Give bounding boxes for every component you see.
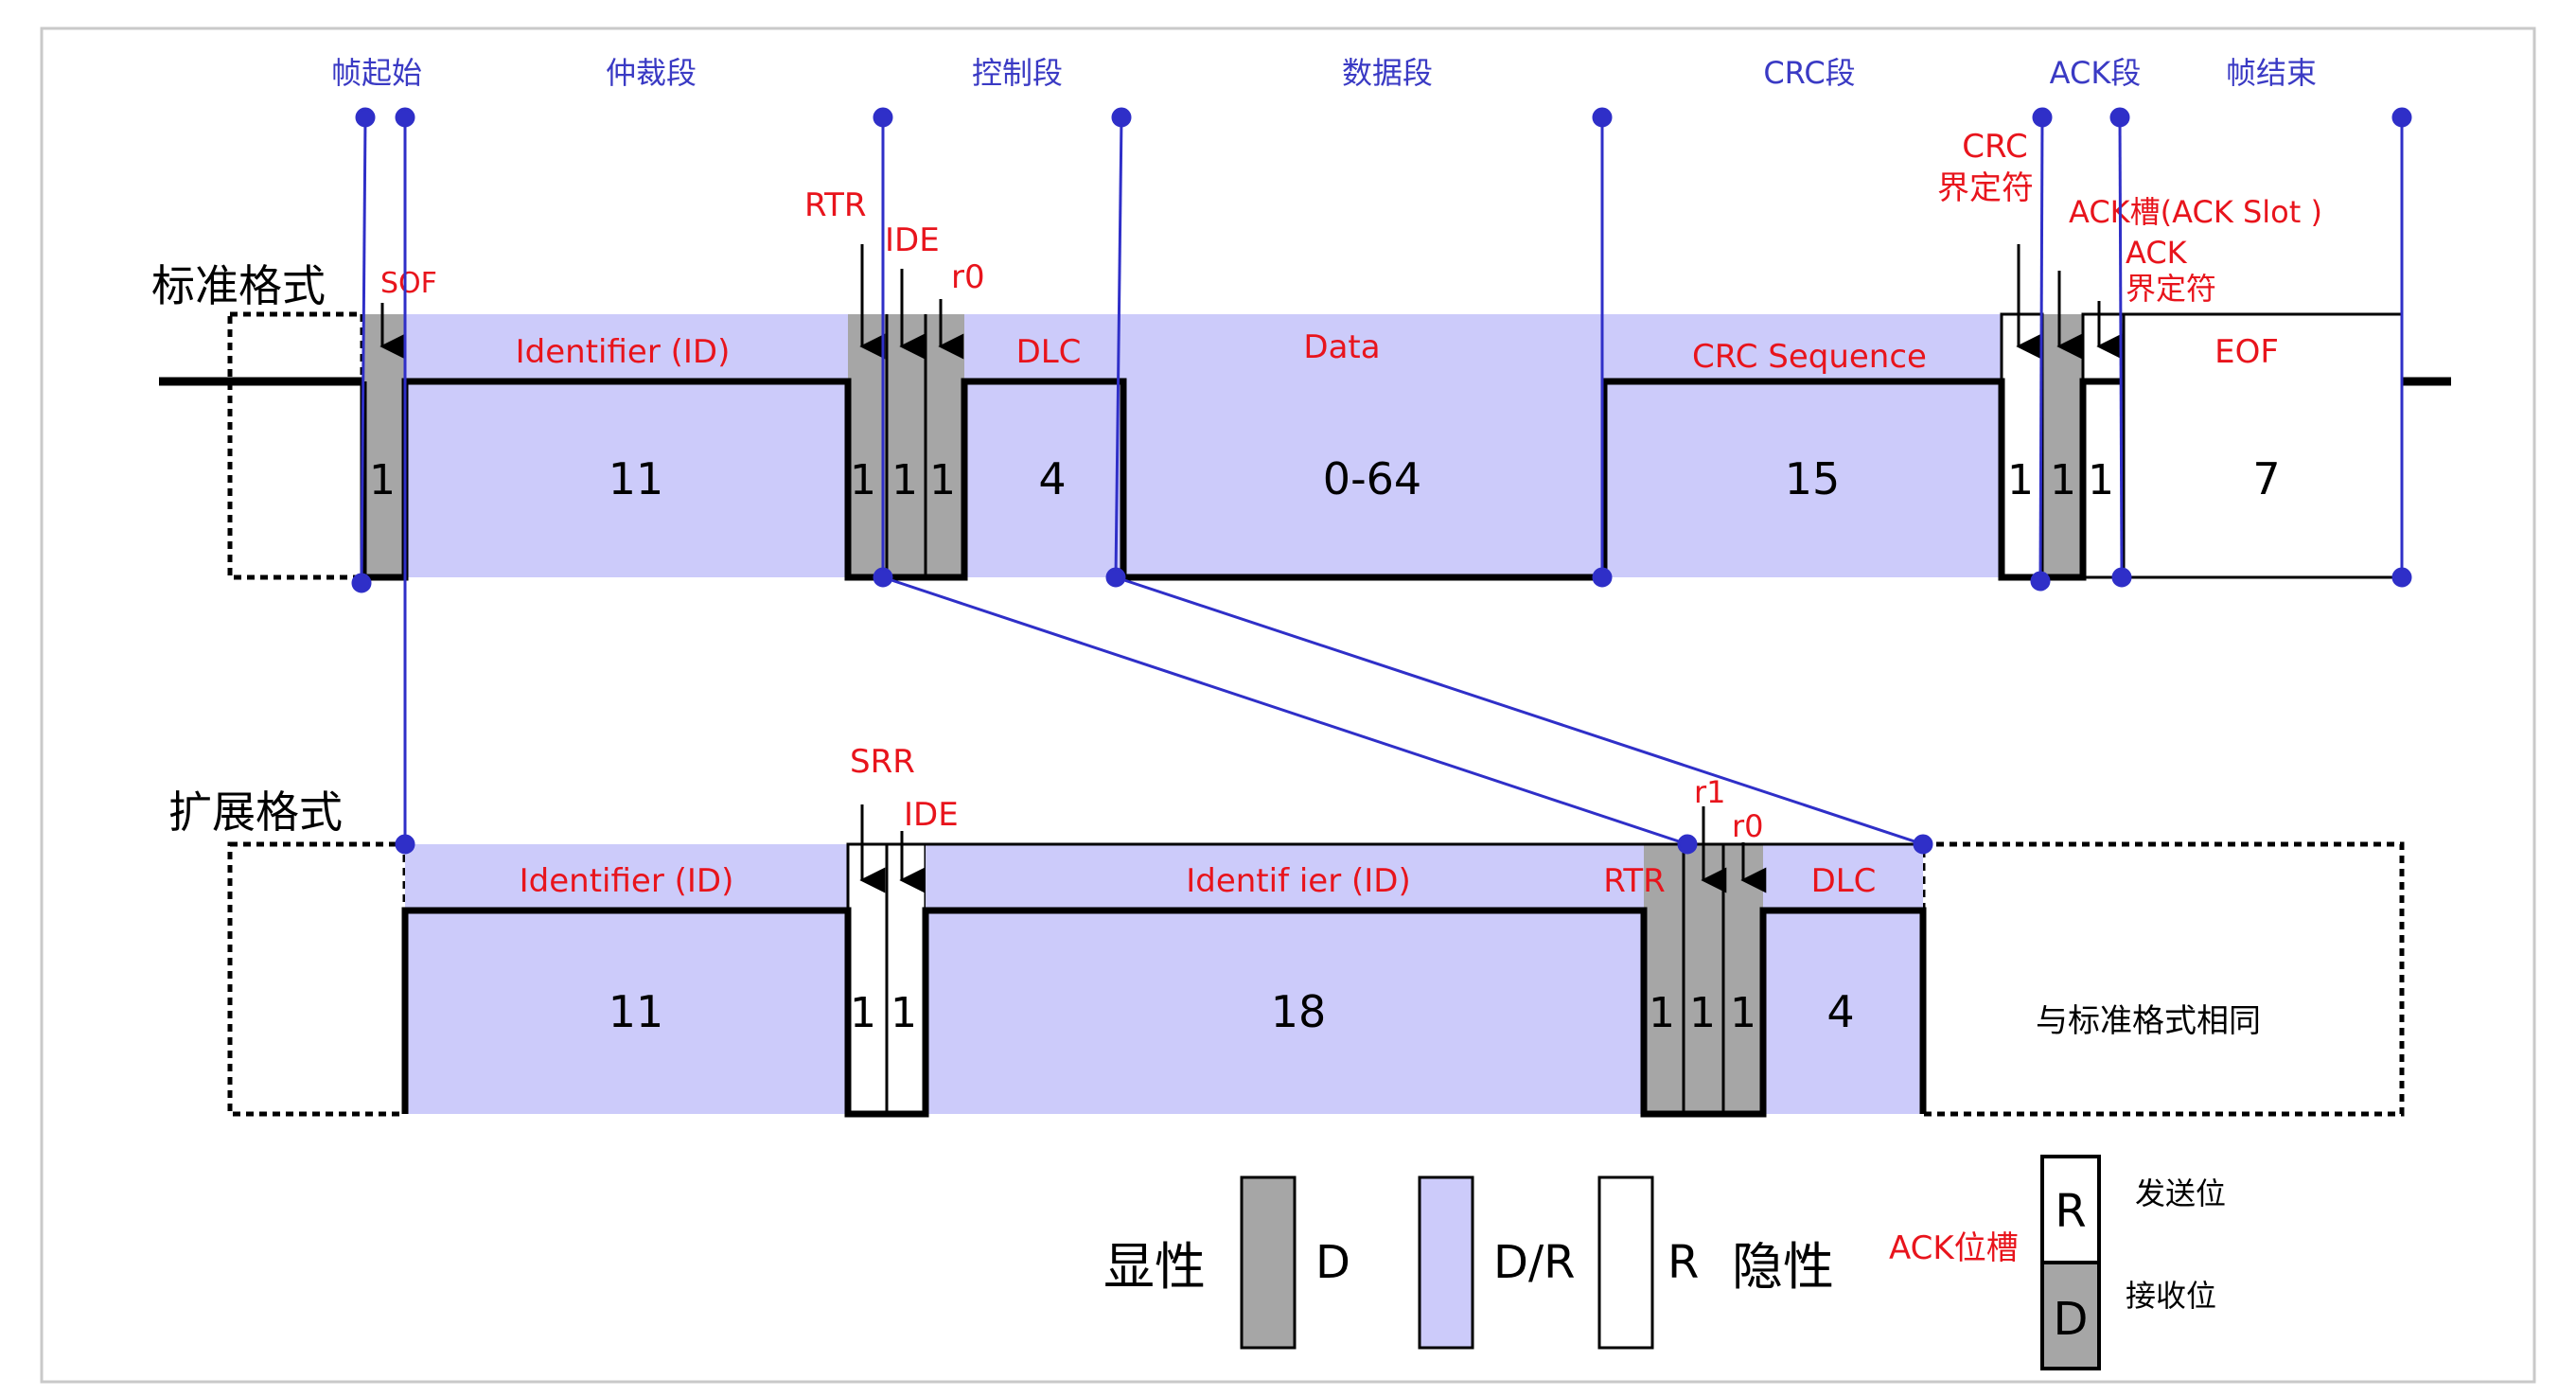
std-ack-delim-tag-1: ACK [2126,235,2188,271]
std-r0-bit [926,314,964,577]
ext-id-base-count: 11 [609,986,664,1037]
ext-id-ext-label: Identif ier (ID) [1186,862,1411,900]
ext-waveform [401,907,1927,1118]
section-markers [351,107,2412,855]
ext-srr-bit [846,842,889,1116]
std-data-count: 0-64 [1323,453,1421,504]
ext-rtr-bit [1644,844,1684,1114]
std-sof-bit [363,314,405,577]
ext-id-base-label: Identifier (ID) [520,862,734,900]
ext-same-label: 与标准格式相同 [2036,1002,2261,1040]
ext-r0-count: 1 [1730,989,1756,1037]
legend-ack-send-box [2040,1155,2101,1264]
std-eof-count: 7 [2252,453,2280,504]
std-eof-label: EOF [2214,333,2279,371]
std-ide-tag: IDE [885,221,940,259]
legend-ack-recv-box [2040,1261,2101,1370]
outer-frame [40,27,2536,1384]
section-eof: 帧结束 [2226,55,2317,91]
ext-r0-bit [1723,844,1763,1114]
ext-ide-tag: IDE [904,796,959,834]
section-data: 数据段 [1342,55,1433,91]
ext-id-ext-field [926,844,1644,1114]
std-r0-tag: r0 [951,258,985,296]
std-id-label: Identifier (ID) [516,333,731,371]
ext-r1-count: 1 [1689,989,1716,1037]
ext-idle-left [227,841,408,1117]
std-dlc-field [964,314,1123,577]
std-crc-count: 15 [1785,453,1841,504]
std-crc-delim-count: 1 [2007,456,2034,504]
legend-dominant-word: 显性 [1103,1237,1206,1297]
std-id-field [405,314,848,577]
std-dlc-label: DLC [1016,333,1082,371]
std-dlc-count: 4 [1038,453,1066,504]
legend-d: D [1315,1236,1350,1289]
ext-srr-tag: SRR [850,743,915,781]
legend-r: R [1667,1236,1699,1289]
legend-recv-label: 接收位 [2126,1278,2216,1314]
legend-recessive-word: 隐性 [1732,1237,1834,1297]
std-sof-tag: SOF [380,267,437,300]
std-crc-field [1604,314,2002,577]
section-control: 控制段 [972,55,1063,91]
ext-ide-count: 1 [891,989,917,1037]
legend-dr-swatch [1418,1175,1474,1350]
ext-id-base-field [405,844,848,1114]
ext-rtr-label: RTR [1603,862,1666,900]
ext-id-ext-count: 18 [1271,986,1327,1037]
section-arbitration: 仲裁段 [606,55,697,91]
std-ide-bit [887,314,926,577]
std-ide-count: 1 [891,456,918,504]
legend-dr: D/R [1493,1236,1575,1289]
std-r0-count: 1 [929,456,956,504]
legend-dominant-swatch [1240,1175,1297,1350]
ext-dlc-count: 4 [1826,986,1854,1037]
ext-r1-bit [1684,844,1723,1114]
section-ack: ACK段 [2050,55,2142,91]
ext-r0-tag: r0 [1732,808,1764,844]
standard-format-label: 标准格式 [151,260,326,311]
ext-srr-count: 1 [850,989,876,1037]
legend-recv-letter: D [2054,1293,2089,1346]
legend-send-label: 发送位 [2135,1175,2226,1211]
section-sof: 帧起始 [331,55,422,91]
ext-same-as-standard [1920,841,2405,1117]
std-data-label: Data [1303,328,1380,366]
ext-ide-bit [885,842,927,1116]
std-ack-delim-bit [2081,312,2126,579]
std-idle-left [227,311,365,580]
std-sof-count: 1 [369,456,396,504]
std-ack-slot-count: 1 [2050,456,2076,504]
std-ack-delim-count: 1 [2088,456,2114,504]
std-crc-delim-bit [2000,312,2044,579]
legend-send-letter: R [2055,1185,2086,1238]
std-rtr-count: 1 [850,456,876,504]
std-rtr-tag: RTR [804,186,867,224]
std-data-field [1123,314,1604,577]
extended-format-label: 扩展格式 [168,786,343,838]
std-id-count: 11 [609,453,664,504]
section-crc: CRC段 [1763,55,1855,91]
std-crc-label: CRC Sequence [1692,338,1927,376]
std-ack-slot-tag: ACK槽(ACK Slot ) [2069,194,2322,230]
std-crc-delim-tag-2: 界定符 [1937,169,2034,207]
std-rtr-bit [848,314,887,577]
std-ack-slot-bit [2042,314,2083,577]
legend-ack-slot: ACK位槽 [1889,1229,2019,1267]
ext-dlc-label: DLC [1811,862,1877,900]
legend-recessive-swatch [1597,1175,1654,1350]
ext-dlc-field [1763,844,1923,1114]
ext-r1-tag: r1 [1694,774,1726,810]
std-crc-delim-tag-1: CRC [1962,128,2027,166]
ext-rtr-count: 1 [1649,989,1675,1037]
std-eof-field [2122,312,2404,579]
std-ack-delim-tag-2: 界定符 [2126,271,2216,307]
